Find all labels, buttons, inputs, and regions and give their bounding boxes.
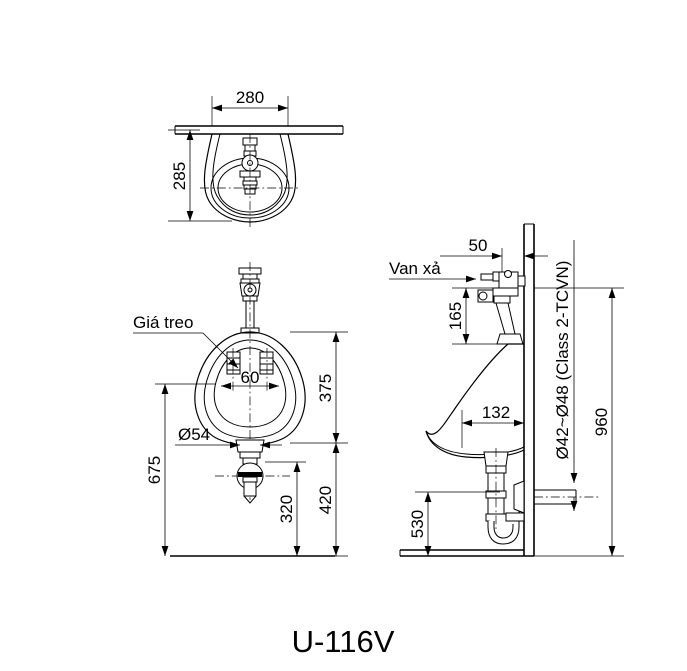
dim-label-54: Ø54 [178,425,210,444]
dim-label-60: 60 [241,368,260,387]
dim-front-675: 675 [145,383,215,556]
dim-front-320: 320 [277,462,301,556]
hanger-label-leader: Giá treo [133,313,239,369]
side-view: 50 Van xả 165 [389,223,624,557]
dim-top-width-280: 280 [211,88,289,128]
label-van-xa: Van xả [389,259,441,278]
side-drain-trap [483,448,525,545]
dim-label-375: 375 [316,374,335,402]
label-gia-treo: Giá treo [133,313,193,332]
front-view: Giá treo 60 Ø54 [133,262,348,557]
front-drain-stack [215,439,290,504]
dim-label-675: 675 [145,456,164,484]
dim-side-132: 132 [461,403,524,448]
drain-spec-label: Ø42~Ø48 (Class 2-TCVN) [553,240,578,511]
top-valve-assembly [200,134,300,228]
side-wall-drain-pipe [534,489,600,505]
dim-label-530: 530 [408,510,427,538]
side-wall [523,223,535,556]
dim-label-420: 420 [316,486,335,514]
dim-side-165: 165 [446,287,500,345]
dim-front-375: 375 [316,332,340,443]
dim-label-320: 320 [277,495,296,523]
dim-label-960: 960 [592,408,611,436]
side-flush-valve [477,270,526,345]
dim-front-hanger-60: 60 [221,368,279,390]
dim-side-960: 960 [534,287,624,557]
dim-label-165: 165 [446,302,465,330]
flush-valve-label-leader: Van xả [389,259,476,283]
dim-label-132: 132 [482,403,510,422]
dim-front-outlet-54: Ø54 [175,425,282,449]
dim-label-50: 50 [469,236,488,255]
side-bowl-profile [425,343,525,459]
dim-top-depth-285: 285 [168,129,232,222]
dim-label-285: 285 [170,162,189,190]
top-view: 280 [168,88,344,228]
dim-label-280: 280 [236,88,264,107]
label-drain-spec: Ø42~Ø48 (Class 2-TCVN) [553,261,572,460]
page-title: U-116V [292,624,395,659]
top-wall-slab [174,125,344,135]
dim-side-530: 530 [408,491,500,556]
dim-front-420: 420 [316,443,340,556]
